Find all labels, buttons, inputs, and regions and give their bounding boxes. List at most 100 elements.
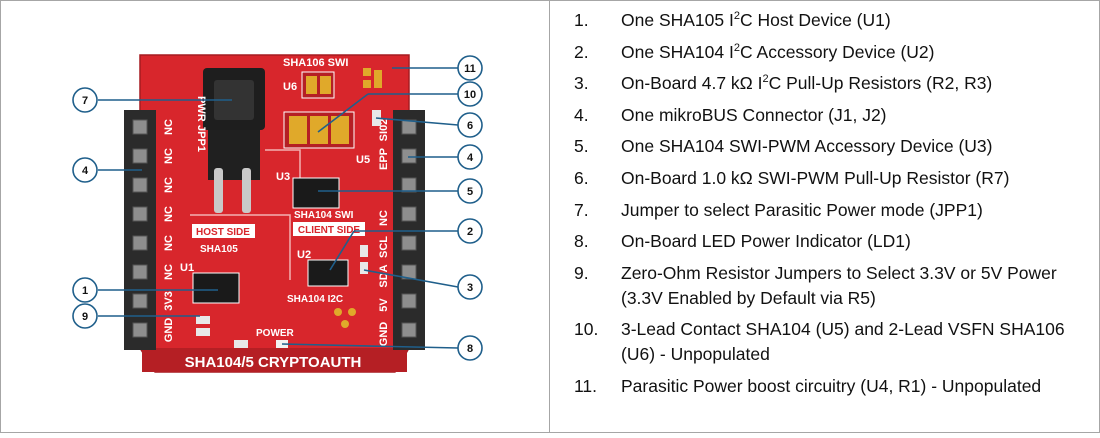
callout-circle xyxy=(457,112,483,138)
feature-item: 5. One SHA104 SWI-PWM Accessory Device (U… xyxy=(566,134,1094,159)
callout-circle xyxy=(72,157,98,183)
feature-text-end: C Host Device (U1) xyxy=(739,10,891,30)
feature-item: 9. Zero-Ohm Resistor Jumpers to Select 3.… xyxy=(566,261,1094,311)
pcb-bottom-strip xyxy=(142,348,407,372)
board-figure: SHA104/5 CRYPTOAUTH NC NC NC NC NC NC 3V… xyxy=(0,0,549,433)
jumper-pin-left xyxy=(214,168,223,213)
u6-pad xyxy=(320,76,331,94)
board-title: SHA104/5 CRYPTOAUTH xyxy=(185,354,362,371)
led-resistor xyxy=(234,340,248,348)
right-pin-label: GND xyxy=(378,322,390,347)
feature-item: 3. On-Board 4.7 kΩ I2C Pull-Up Resistors … xyxy=(566,71,1094,96)
callout-circle xyxy=(457,335,483,361)
callout-number: 11 xyxy=(464,63,476,75)
left-pin-labels: NC NC NC NC NC NC 3V3 GND xyxy=(163,119,175,342)
r2-resistor xyxy=(360,245,368,257)
feature-text: One mikroBUS Connector (J1, J2) xyxy=(621,104,887,125)
u3-chip xyxy=(292,177,340,209)
panel-divider xyxy=(549,0,550,433)
feature-item: 7. Jumper to select Parasitic Power mode … xyxy=(566,198,1094,223)
u1-label: U1 xyxy=(180,262,194,274)
u5-pad xyxy=(310,116,328,144)
feature-text: Parasitic Power boost circuitry (U4, R1)… xyxy=(621,375,1042,396)
sha105-label: SHA105 xyxy=(200,244,238,255)
feature-superscript: 2 xyxy=(733,10,740,23)
callout-circle xyxy=(457,81,483,107)
callout-circle xyxy=(457,55,483,81)
feature-text: Zero-Ohm Resistor Jumpers to Select 3.3V… xyxy=(621,262,1057,308)
feature-number: 4. xyxy=(574,104,589,125)
callout-circle xyxy=(72,277,98,303)
feature-text: On-Board 4.7 kΩ I xyxy=(621,73,763,94)
callout-number: 3 xyxy=(467,282,473,294)
right-pin-label: SDA xyxy=(378,264,390,287)
callout-lines xyxy=(98,67,459,349)
left-pin-label: NC xyxy=(163,177,175,193)
left-pin-label: 3V3 xyxy=(163,291,175,311)
jumper-cap xyxy=(214,80,254,120)
feature-number: 3. xyxy=(574,73,589,94)
feature-text: 3-Lead Contact SHA104 (U5) and 2-Lead VS… xyxy=(621,319,1065,365)
r1-pad xyxy=(363,80,371,88)
u2-chip xyxy=(307,259,349,287)
left-header-pins xyxy=(132,119,148,338)
test-pad xyxy=(341,320,349,328)
callout-number: 4 xyxy=(82,165,89,177)
u1-chip xyxy=(192,272,240,304)
right-header-pins xyxy=(401,119,417,338)
callouts: 7 4 1 9 11 10 6 4 5 2 3 8 xyxy=(72,55,483,361)
callout-number: 7 xyxy=(82,95,88,107)
r1-pad xyxy=(363,68,371,76)
left-header xyxy=(124,110,156,350)
left-pin-label: NC xyxy=(163,119,175,135)
feature-text: One SHA104 I xyxy=(621,41,734,62)
pwr-label: PWR xyxy=(195,96,207,122)
callout-number: 8 xyxy=(467,343,473,355)
feature-number: 1. xyxy=(574,10,589,30)
feature-number: 11. xyxy=(574,375,598,396)
feature-item: 2.One SHA104 I2C Accessory Device (U2) xyxy=(566,40,1094,65)
u5-label: U5 xyxy=(356,154,370,166)
callout-number: 2 xyxy=(467,226,473,238)
left-pin-label: GND xyxy=(163,318,175,343)
sha106-label: SHA106 SWI xyxy=(283,57,348,69)
feature-text-end: C Pull-Up Resistors (R2, R3) xyxy=(768,73,993,94)
client-side-label: CLIENT SIDE xyxy=(298,225,361,236)
feature-item: 11. Parasitic Power boost circuitry (U4, … xyxy=(566,374,1094,399)
feature-item: 8.On-Board LED Power Indicator (LD1) xyxy=(566,229,1094,254)
callout-number: 6 xyxy=(467,120,473,132)
callout-number: 4 xyxy=(467,152,474,164)
feature-number: 6. xyxy=(574,167,589,188)
jpp1-label: JPP1 xyxy=(195,125,207,152)
feature-text: On-Board 1.0 kΩ SWI-PWM Pull-Up Resistor… xyxy=(621,167,1010,188)
feature-item: 4. One mikroBUS Connector (J1, J2) xyxy=(566,103,1094,128)
feature-number: 10. xyxy=(574,319,599,340)
right-pin-label: EPP xyxy=(378,148,390,170)
power-label: POWER xyxy=(256,328,295,339)
sha104-i2c-label: SHA104 I2C xyxy=(287,294,343,305)
u2-label: U2 xyxy=(297,249,311,261)
feature-superscript: 2 xyxy=(733,41,740,54)
feature-number: 9. xyxy=(574,262,589,283)
callout-number: 5 xyxy=(467,186,473,198)
u6-pad xyxy=(306,76,317,94)
right-pin-labels: SI02 EPP NC SCL SDA 5V GND xyxy=(378,119,390,347)
feature-number: 2. xyxy=(574,41,589,62)
r3-resistor xyxy=(360,262,368,274)
test-pad xyxy=(348,308,356,316)
feature-number: 5. xyxy=(574,136,589,157)
feature-item: 6. On-Board 1.0 kΩ SWI-PWM Pull-Up Resist… xyxy=(566,166,1094,191)
host-side-label: HOST SIDE xyxy=(196,227,250,238)
feature-list: 1.One SHA105 I2C Host Device (U1) 2.One … xyxy=(566,8,1094,406)
feature-text: Jumper to select Parasitic Power mode (J… xyxy=(621,199,983,220)
feature-number: 7. xyxy=(574,199,589,220)
feature-text: One SHA104 SWI-PWM Accessory Device (U3) xyxy=(621,136,993,157)
callout-number: 1 xyxy=(82,285,88,297)
feature-number: 8. xyxy=(574,231,589,252)
callout-circle xyxy=(72,303,98,329)
right-pin-label: SCL xyxy=(378,236,390,258)
test-pad xyxy=(334,308,342,316)
callout-number: 10 xyxy=(464,89,476,101)
r5-resistor xyxy=(196,316,210,324)
feature-superscript: 2 xyxy=(762,73,769,86)
